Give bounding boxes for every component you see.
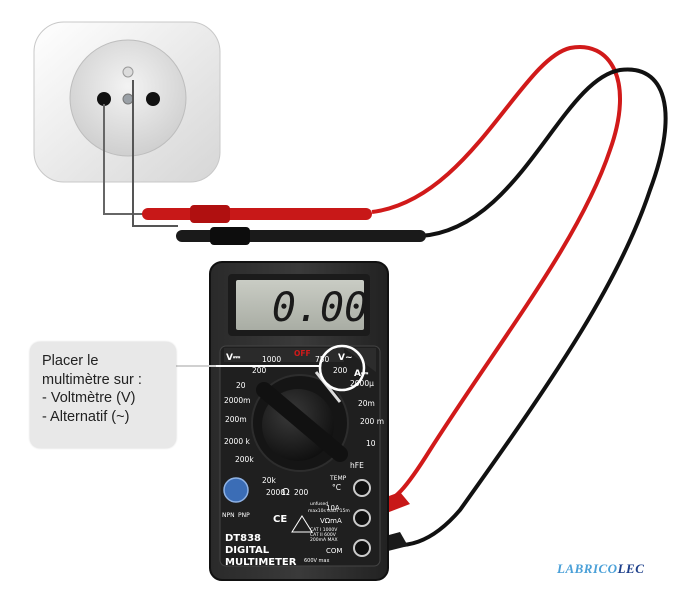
- range-200-ohm: 200: [294, 488, 309, 497]
- label-npn: NPN: [222, 512, 235, 519]
- jack-vma: [353, 509, 371, 527]
- brand-logo: LABRICOLEC: [557, 561, 645, 576]
- label-cat2: CAT II 600V: [310, 532, 337, 538]
- warning-icon: [291, 515, 313, 533]
- range-20m: 20m: [358, 399, 375, 408]
- range-200: 200: [252, 366, 267, 375]
- label-vma: VΩmA: [320, 517, 342, 525]
- label-pnp: PNP: [238, 512, 250, 519]
- socket-earth-pin: [122, 66, 134, 78]
- model-name: DT838: [225, 533, 261, 544]
- instruction-text: Placer le multimètre sur : - Voltmètre (…: [42, 353, 142, 425]
- socket-hole-left: [97, 92, 111, 106]
- label-ma: 200mA MAX: [310, 537, 338, 543]
- range-200m: 200m: [225, 415, 247, 424]
- jack-10a: [353, 479, 371, 497]
- range-2000: 2000: [266, 488, 285, 497]
- hfe-socket: [223, 477, 249, 503]
- range-200m-a: 200 m: [360, 417, 384, 426]
- model-line2: MULTIMETER: [225, 557, 297, 568]
- range-20k: 20k: [262, 476, 277, 485]
- label-cat1: CAT I 1000V: [310, 527, 338, 533]
- jack-com: [353, 539, 371, 557]
- range-2000u: 2000μ: [350, 379, 374, 388]
- range-1000: 1000: [262, 355, 281, 364]
- label-ce: CE: [273, 514, 287, 525]
- label-ohm: Ω: [282, 487, 290, 498]
- label-unfused-2: max10s each 15m: [308, 508, 350, 514]
- lcd-value: 0.00: [272, 285, 368, 331]
- lcd-screen: [236, 280, 364, 330]
- label-celsius: °C: [332, 483, 341, 492]
- label-a-dc: A⎓: [354, 369, 369, 379]
- label-v-dc: V⎓: [226, 353, 241, 363]
- range-200-ac: 200: [333, 366, 348, 375]
- instruction-callout: Placer le multimètre sur : - Voltmètre (…: [30, 342, 176, 448]
- label-com: COM: [326, 547, 342, 555]
- model-line1: DIGITAL: [225, 545, 270, 556]
- socket-hole-right: [146, 92, 160, 106]
- v-ac-highlight: [318, 344, 366, 392]
- label-v-ac: V~: [338, 353, 353, 363]
- range-750: 750: [315, 355, 330, 364]
- range-2000m: 2000m: [224, 396, 250, 405]
- range-20: 20: [236, 381, 246, 390]
- wall-socket: [33, 21, 221, 183]
- label-off: OFF: [294, 349, 311, 358]
- range-2000k: 2000 k: [224, 437, 250, 446]
- range-200k: 200k: [235, 455, 254, 464]
- range-10: 10: [366, 439, 376, 448]
- label-unfused: unfused: [310, 501, 328, 507]
- black-lead: [132, 67, 668, 552]
- label-hfe: hFE: [350, 461, 364, 470]
- label-temp: TEMP: [329, 475, 347, 482]
- label-10a: 10A: [326, 504, 340, 512]
- label-max: 600V max: [304, 558, 329, 564]
- multimeter: 0.00 V⎓ 1000 OFF 750 V~ 200 200 20 2000m…: [209, 261, 389, 581]
